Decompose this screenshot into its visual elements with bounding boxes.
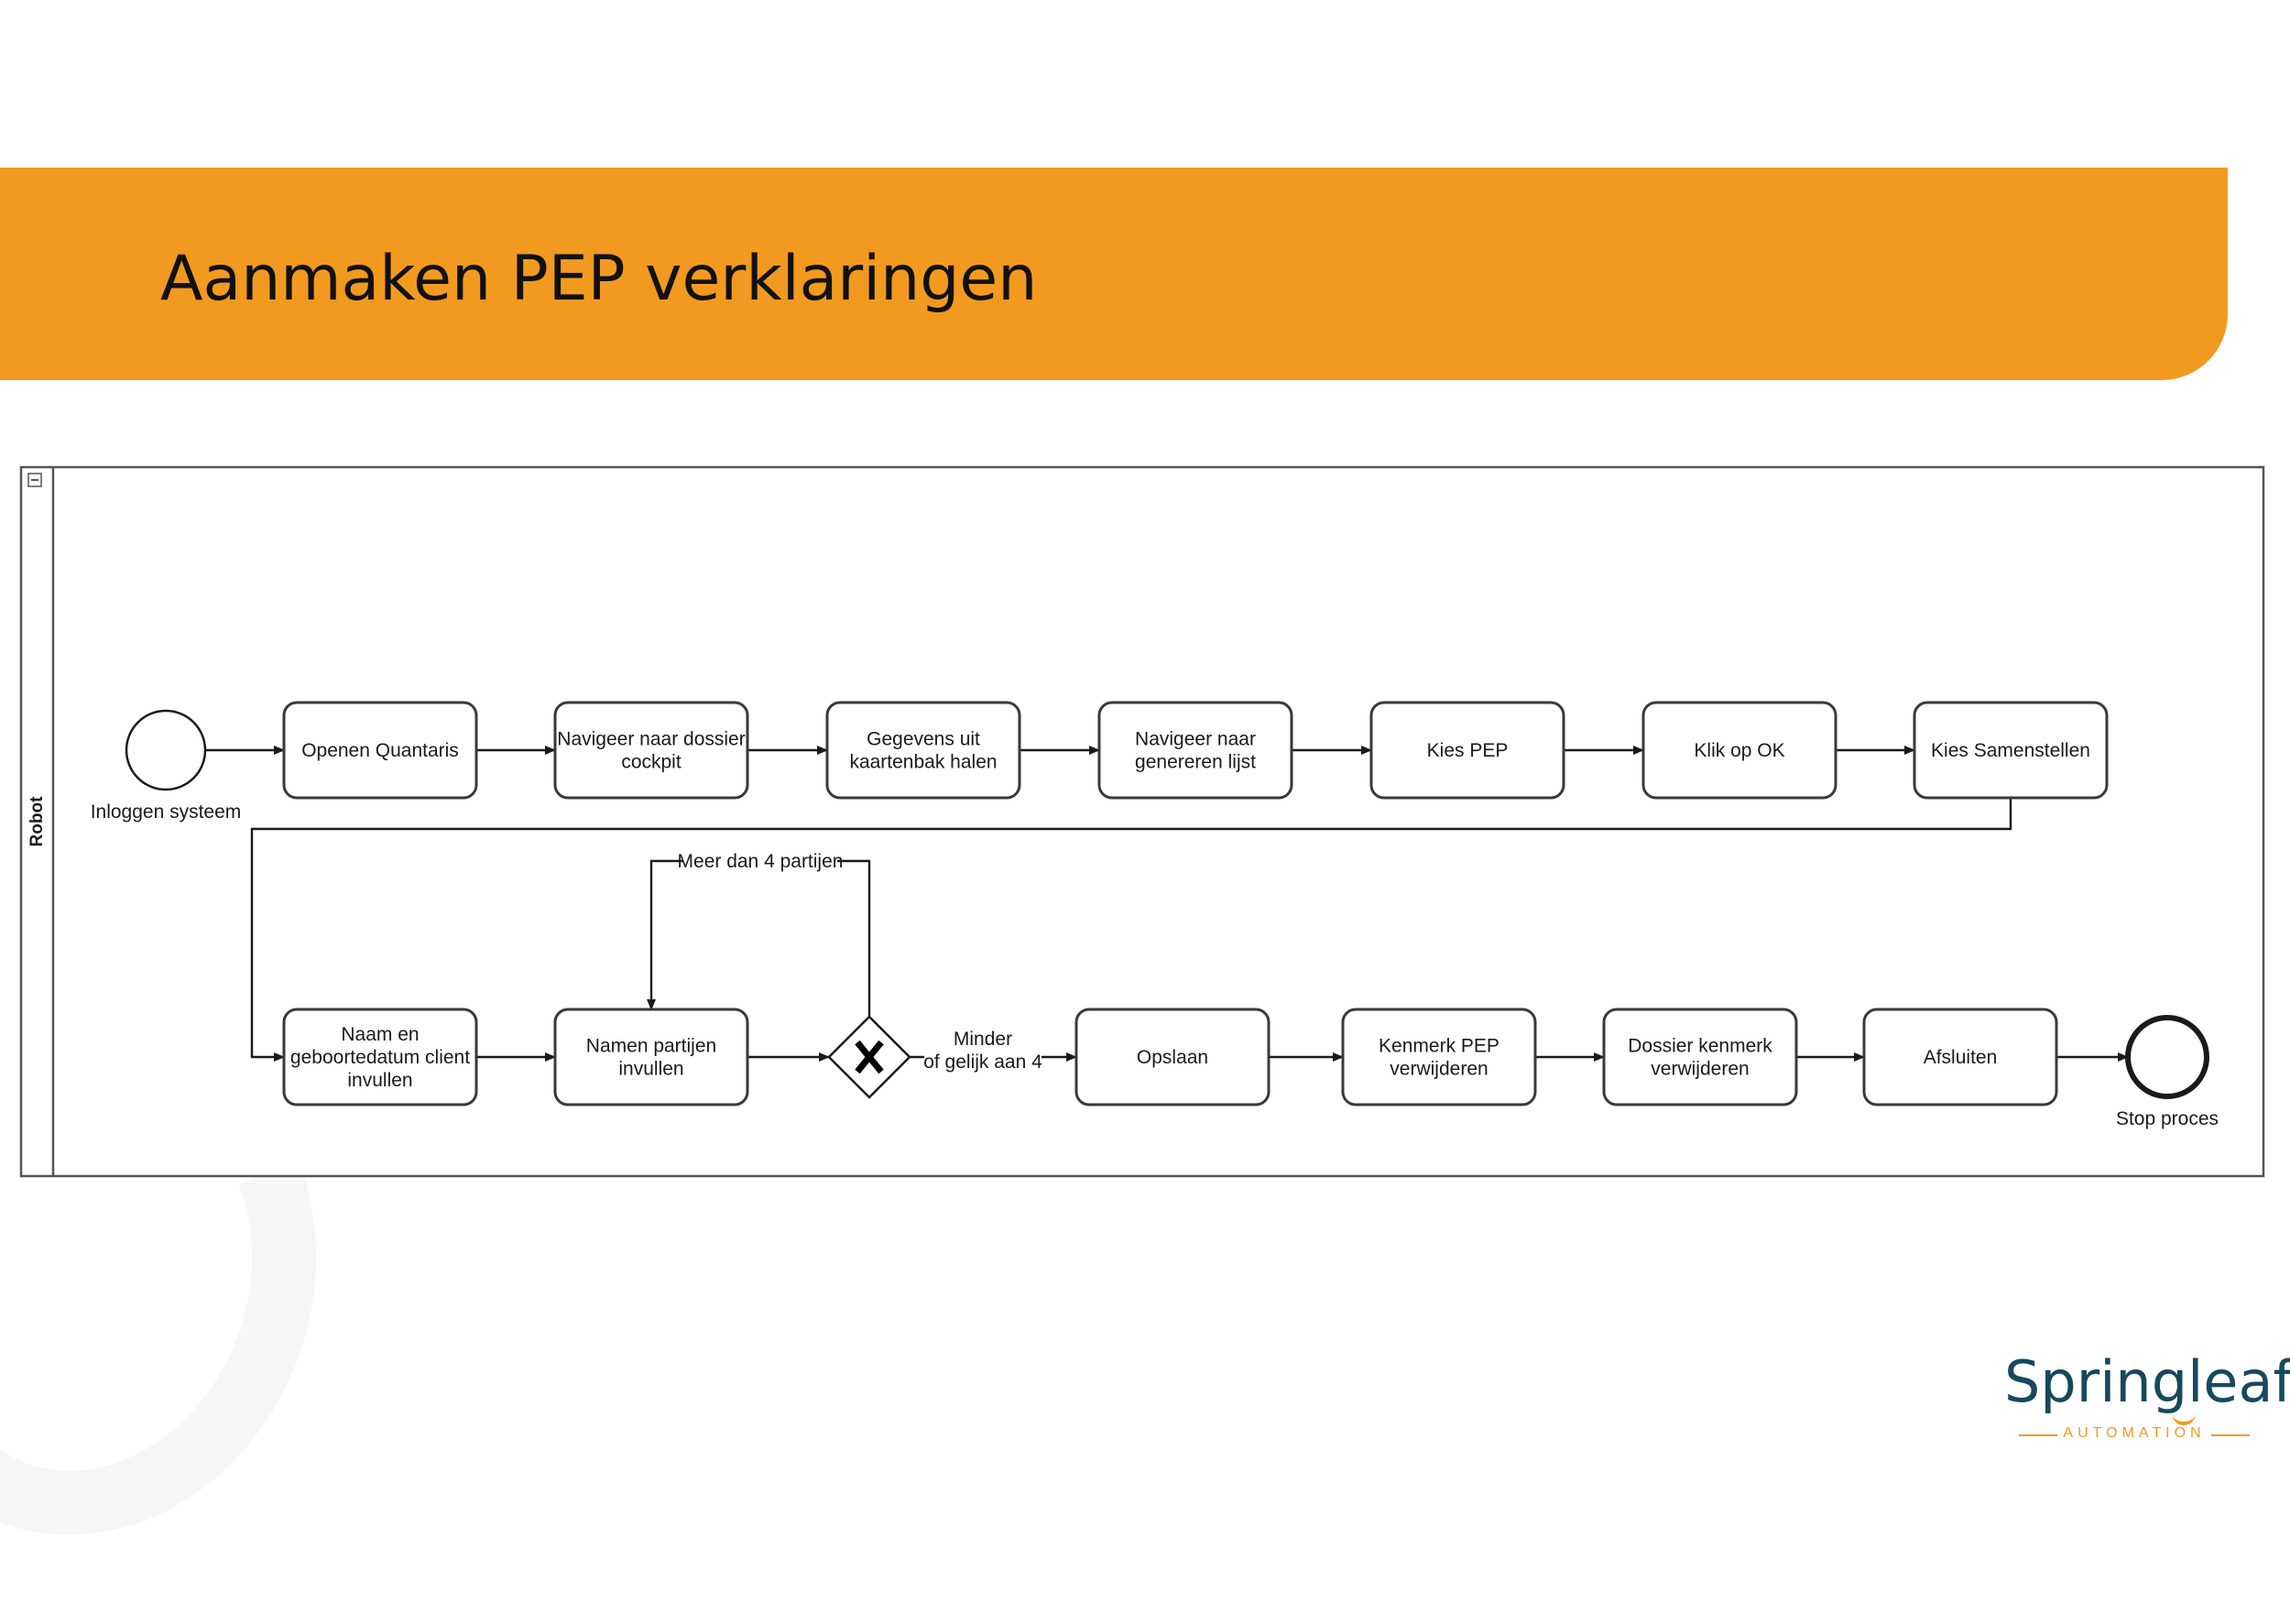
task-label: Navigeer naar bbox=[1135, 729, 1256, 750]
task-label: verwijderen bbox=[1390, 1059, 1488, 1080]
task-label: Kies Samenstellen bbox=[1931, 740, 2090, 761]
task-box bbox=[553, 701, 749, 800]
task-label: invullen bbox=[618, 1059, 683, 1080]
event-label: Inloggen systeem bbox=[91, 801, 242, 823]
collapse-toggle-icon[interactable] bbox=[27, 473, 42, 487]
gateway-x-icon bbox=[855, 1040, 884, 1074]
task-label: genereren lijst bbox=[1135, 752, 1256, 773]
task-label: Opslaan bbox=[1137, 1047, 1208, 1068]
task-box bbox=[1097, 701, 1293, 800]
flow-label-bg bbox=[924, 1052, 1041, 1074]
end-event-circle bbox=[2125, 1015, 2209, 1099]
task-label: Naam en bbox=[341, 1024, 419, 1045]
logo-tagline: AUTOMATION bbox=[2063, 1425, 2206, 1441]
event-label: Stop proces bbox=[2116, 1108, 2219, 1129]
exclusive-gateway[interactable] bbox=[827, 1015, 911, 1099]
task-box bbox=[282, 1008, 478, 1106]
task-label: geboortedatum client bbox=[290, 1047, 470, 1068]
task-label: kaartenbak halen bbox=[849, 752, 997, 773]
task-label: Kies PEP bbox=[1427, 740, 1509, 761]
start-event-circle bbox=[125, 709, 207, 791]
task-box bbox=[1074, 1008, 1270, 1106]
flow-label-bg bbox=[924, 1029, 1041, 1051]
task-label: Namen partijen bbox=[586, 1036, 716, 1057]
task-box bbox=[825, 701, 1021, 800]
task-label: Dossier kenmerk bbox=[1628, 1036, 1772, 1057]
task-box bbox=[1913, 701, 2109, 800]
task-label: verwijderen bbox=[1651, 1059, 1749, 1080]
flow-label: Minder bbox=[954, 1029, 1012, 1050]
sequence-flow[interactable]: Meer dan 4 partijen bbox=[647, 850, 871, 1017]
task-node[interactable]: Afsluiten bbox=[1862, 1008, 2058, 1106]
flow-label: of gelijk aan 4 bbox=[923, 1052, 1042, 1073]
task-node[interactable]: Kies Samenstellen bbox=[1913, 701, 2109, 800]
springleaf-logo: Springleaf AUTOMATION bbox=[1997, 1354, 2290, 1445]
task-node[interactable]: Klik op OK bbox=[1641, 701, 1837, 800]
title-banner: Aanmaken PEP verklaringen bbox=[0, 168, 2228, 380]
task-box bbox=[1862, 1008, 2058, 1106]
task-label: cockpit bbox=[621, 752, 682, 773]
sequence-flow[interactable] bbox=[250, 798, 2012, 1062]
task-box bbox=[1341, 1008, 1537, 1106]
task-node[interactable]: Openen Quantaris bbox=[282, 701, 478, 800]
task-label: Gegevens uit bbox=[867, 729, 980, 750]
task-label: Klik op OK bbox=[1694, 740, 1784, 761]
task-label: invullen bbox=[347, 1070, 412, 1091]
lane-label: Robot bbox=[27, 796, 47, 847]
logo-wordmark: Springleaf bbox=[2004, 1348, 2290, 1415]
task-box bbox=[1369, 701, 1565, 800]
flow-label-bg bbox=[683, 850, 837, 872]
task-box bbox=[1602, 1008, 1798, 1106]
task-node[interactable]: Kies PEP bbox=[1369, 701, 1565, 800]
task-label: Kenmerk PEP bbox=[1379, 1036, 1499, 1057]
page-title: Aanmaken PEP verklaringen bbox=[160, 243, 1038, 315]
start-event[interactable]: Inloggen systeem bbox=[91, 709, 242, 823]
flow-label: Meer dan 4 partijen bbox=[678, 851, 844, 872]
flow-nodes: Inloggen systeem Openen Quantaris Navigeer… bbox=[91, 701, 2219, 1129]
task-box bbox=[1641, 701, 1837, 800]
task-label: Navigeer naar dossier bbox=[557, 729, 745, 750]
logo-smile-icon bbox=[2172, 1412, 2196, 1425]
flow-line bbox=[250, 798, 2012, 1062]
end-event[interactable]: Stop proces bbox=[2116, 1015, 2219, 1129]
task-box bbox=[282, 701, 478, 800]
task-box bbox=[553, 1008, 749, 1106]
logo-rule-left bbox=[2019, 1434, 2057, 1436]
task-node[interactable]: Opslaan bbox=[1074, 1008, 1270, 1106]
task-label: Afsluiten bbox=[1924, 1047, 1998, 1068]
task-label: Openen Quantaris bbox=[301, 740, 459, 761]
logo-rule-right bbox=[2211, 1434, 2250, 1436]
